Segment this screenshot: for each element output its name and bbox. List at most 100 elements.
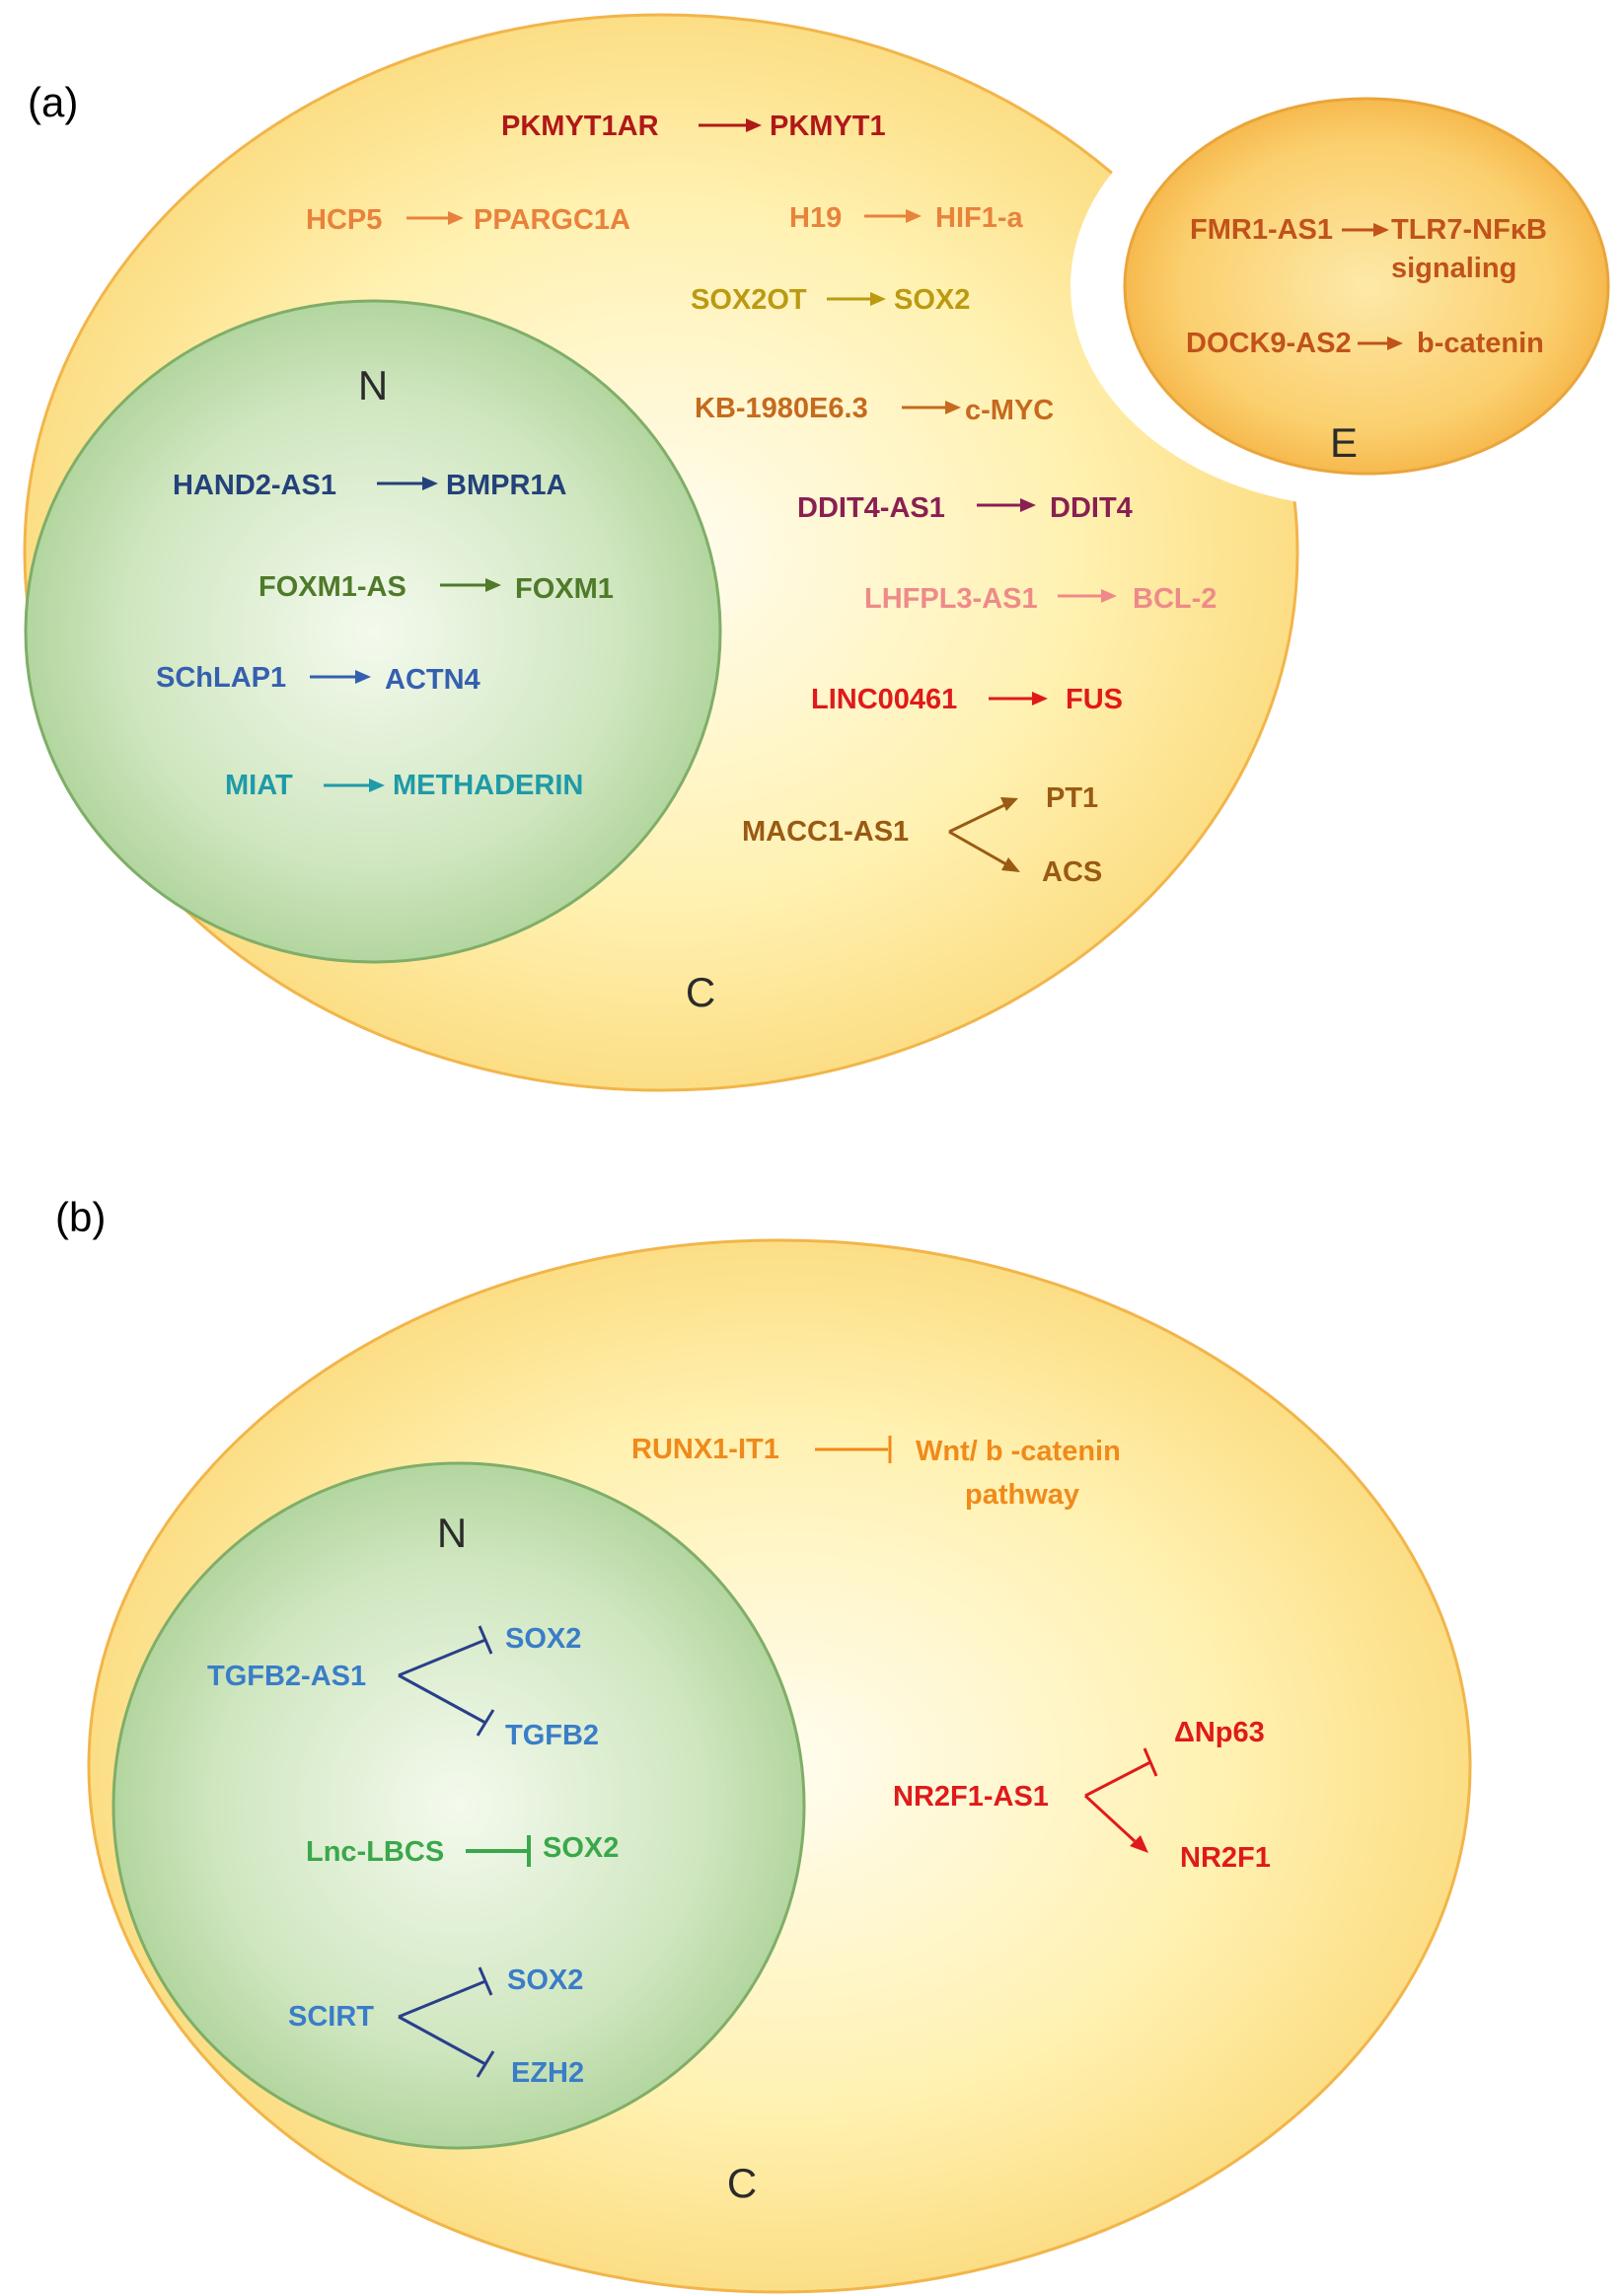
lncrna-label: HCP5	[306, 204, 382, 236]
lncrna-label: NR2F1-AS1	[893, 1781, 1049, 1813]
target-label: Wnt/ b -catenin	[916, 1436, 1121, 1467]
arrow-head	[906, 209, 922, 223]
inhibition-bar	[1143, 1747, 1158, 1777]
arrow-head	[1101, 589, 1117, 603]
target-label: c-MYC	[965, 395, 1054, 426]
target-label-line2: pathway	[965, 1479, 1079, 1511]
lncrna-label: PKMYT1AR	[501, 111, 659, 142]
panel-b-nucleus	[111, 1461, 806, 2150]
arrow-head	[1387, 336, 1403, 350]
lncrna-label: SChLAP1	[156, 662, 286, 694]
inhibition-line	[398, 1979, 486, 2019]
panel-a-label: (a)	[28, 79, 78, 125]
target-label: ACS	[1042, 856, 1102, 888]
lncrna-label: SOX2OT	[691, 284, 807, 316]
interaction-sox2ot: SOX2OT SOX2	[691, 284, 970, 316]
arrow-head	[870, 292, 886, 306]
panel-b-label: (b)	[55, 1194, 106, 1240]
panel-b: (b) N C TGFB2-AS1 SOX2 TGFB2 Lnc-LBCS SO…	[55, 1194, 1472, 2294]
panel-a-nucleus	[24, 299, 722, 964]
arrow-head	[448, 211, 464, 225]
arrow-head	[1373, 223, 1389, 237]
inhibition-line	[398, 2015, 486, 2066]
lncrna-label: DDIT4-AS1	[797, 492, 945, 524]
interaction-runx1-it1: RUNX1-IT1 Wnt/ b -catenin pathway	[631, 1434, 1121, 1511]
interaction-miat: MIAT METHADERIN	[225, 770, 583, 801]
target-label: SOX2	[505, 1623, 581, 1655]
activation-arrow	[948, 830, 1007, 866]
arrow-head	[422, 477, 438, 490]
arrow-head	[1020, 498, 1036, 512]
target-label: SOX2	[507, 1964, 583, 1996]
target-label: ACTN4	[385, 664, 480, 696]
activation-arrow	[948, 803, 1005, 834]
lncrna-label: Lnc-LBCS	[306, 1836, 444, 1868]
panel-a-nucleus-label: N	[358, 362, 388, 408]
interaction-ddit4-as1: DDIT4-AS1 DDIT4	[797, 492, 1133, 524]
arrow-head	[1001, 857, 1020, 872]
target-label: EZH2	[511, 2057, 584, 2089]
lncrna-label: H19	[789, 202, 842, 234]
target-label: PPARGC1A	[474, 204, 630, 236]
arrow-head	[355, 670, 371, 684]
target-label: HIF1-a	[935, 202, 1024, 234]
panel-b-cytoplasm-label: C	[727, 2160, 757, 2206]
arrow-head	[485, 578, 501, 592]
target-label: FOXM1	[515, 573, 614, 605]
inhibition-line	[398, 1638, 486, 1677]
interaction-lhfpl3-as1: LHFPL3-AS1 BCL-2	[864, 583, 1217, 615]
arrow-head	[1130, 1835, 1148, 1853]
lncrna-label: HAND2-AS1	[173, 470, 336, 501]
panel-a-cytoplasm-label: C	[686, 969, 715, 1015]
inhibition-bar	[478, 1966, 493, 1996]
interaction-h19: H19 HIF1-a	[789, 202, 1024, 234]
target-label: BMPR1A	[446, 470, 567, 501]
interaction-fmr1-as1: FMR1-AS1 TLR7-NFκB signaling	[1190, 214, 1547, 284]
interaction-foxm1-as: FOXM1-AS FOXM1	[258, 571, 614, 605]
target-label: SOX2	[543, 1832, 619, 1864]
lncrna-label: MACC1-AS1	[742, 816, 909, 848]
interaction-tgfb2-as1: TGFB2-AS1 SOX2 TGFB2	[207, 1623, 599, 1751]
interaction-linc00461: LINC00461 FUS	[811, 684, 1123, 715]
lncrna-label: LHFPL3-AS1	[864, 583, 1038, 615]
arrow-head	[369, 778, 385, 792]
target-label: BCL-2	[1133, 583, 1217, 615]
panel-b-nucleus-label: N	[437, 1510, 467, 1556]
target-label: TGFB2	[505, 1720, 599, 1751]
interaction-kb-1980e6-3: KB-1980E6.3 c-MYC	[695, 393, 1054, 426]
inhibition-bar	[476, 1709, 495, 1737]
lncrna-label: FMR1-AS1	[1190, 214, 1333, 246]
target-label-line2: signaling	[1391, 253, 1516, 284]
arrow-head	[746, 118, 762, 132]
lncrna-label: DOCK9-AS2	[1186, 328, 1352, 359]
activation-arrow	[1083, 1794, 1137, 1843]
inhibition-bar	[478, 1625, 493, 1655]
lncrna-label: SCIRT	[288, 2001, 374, 2033]
lncrna-label: KB-1980E6.3	[695, 393, 868, 424]
target-label: SOX2	[894, 284, 970, 316]
target-label: FUS	[1066, 684, 1123, 715]
lncrna-label: TGFB2-AS1	[207, 1661, 366, 1692]
arrow-head	[1000, 797, 1018, 811]
interaction-pkmyt1ar: PKMYT1AR PKMYT1	[501, 111, 886, 142]
interaction-nr2f1-as1: NR2F1-AS1 ΔNp63 NR2F1	[893, 1717, 1271, 1874]
arrow-head	[945, 401, 961, 414]
interaction-macc1-as1: MACC1-AS1 PT1 ACS	[742, 782, 1102, 888]
panel-a-exosome	[1123, 97, 1610, 476]
inhibition-line	[1084, 1760, 1151, 1798]
interaction-lnc-lbcs: Lnc-LBCS SOX2	[306, 1832, 619, 1868]
inhibited-target-label: ΔNp63	[1174, 1717, 1265, 1748]
target-label: b-catenin	[1417, 328, 1544, 359]
inhibition-bar	[476, 2050, 495, 2078]
inhibition-line	[398, 1673, 486, 1725]
interaction-hcp5: HCP5 PPARGC1A	[306, 204, 630, 236]
panel-a-exosome-label: E	[1330, 419, 1358, 466]
interaction-schlap1: SChLAP1 ACTN4	[156, 662, 480, 696]
target-label: METHADERIN	[393, 770, 583, 801]
arrow-head	[1032, 692, 1048, 705]
interaction-scirt: SCIRT SOX2 EZH2	[288, 1964, 584, 2089]
target-label: TLR7-NFκB	[1391, 214, 1547, 246]
interaction-hand2-as1: HAND2-AS1 BMPR1A	[173, 470, 567, 501]
interaction-dock9-as2: DOCK9-AS2 b-catenin	[1186, 328, 1544, 359]
